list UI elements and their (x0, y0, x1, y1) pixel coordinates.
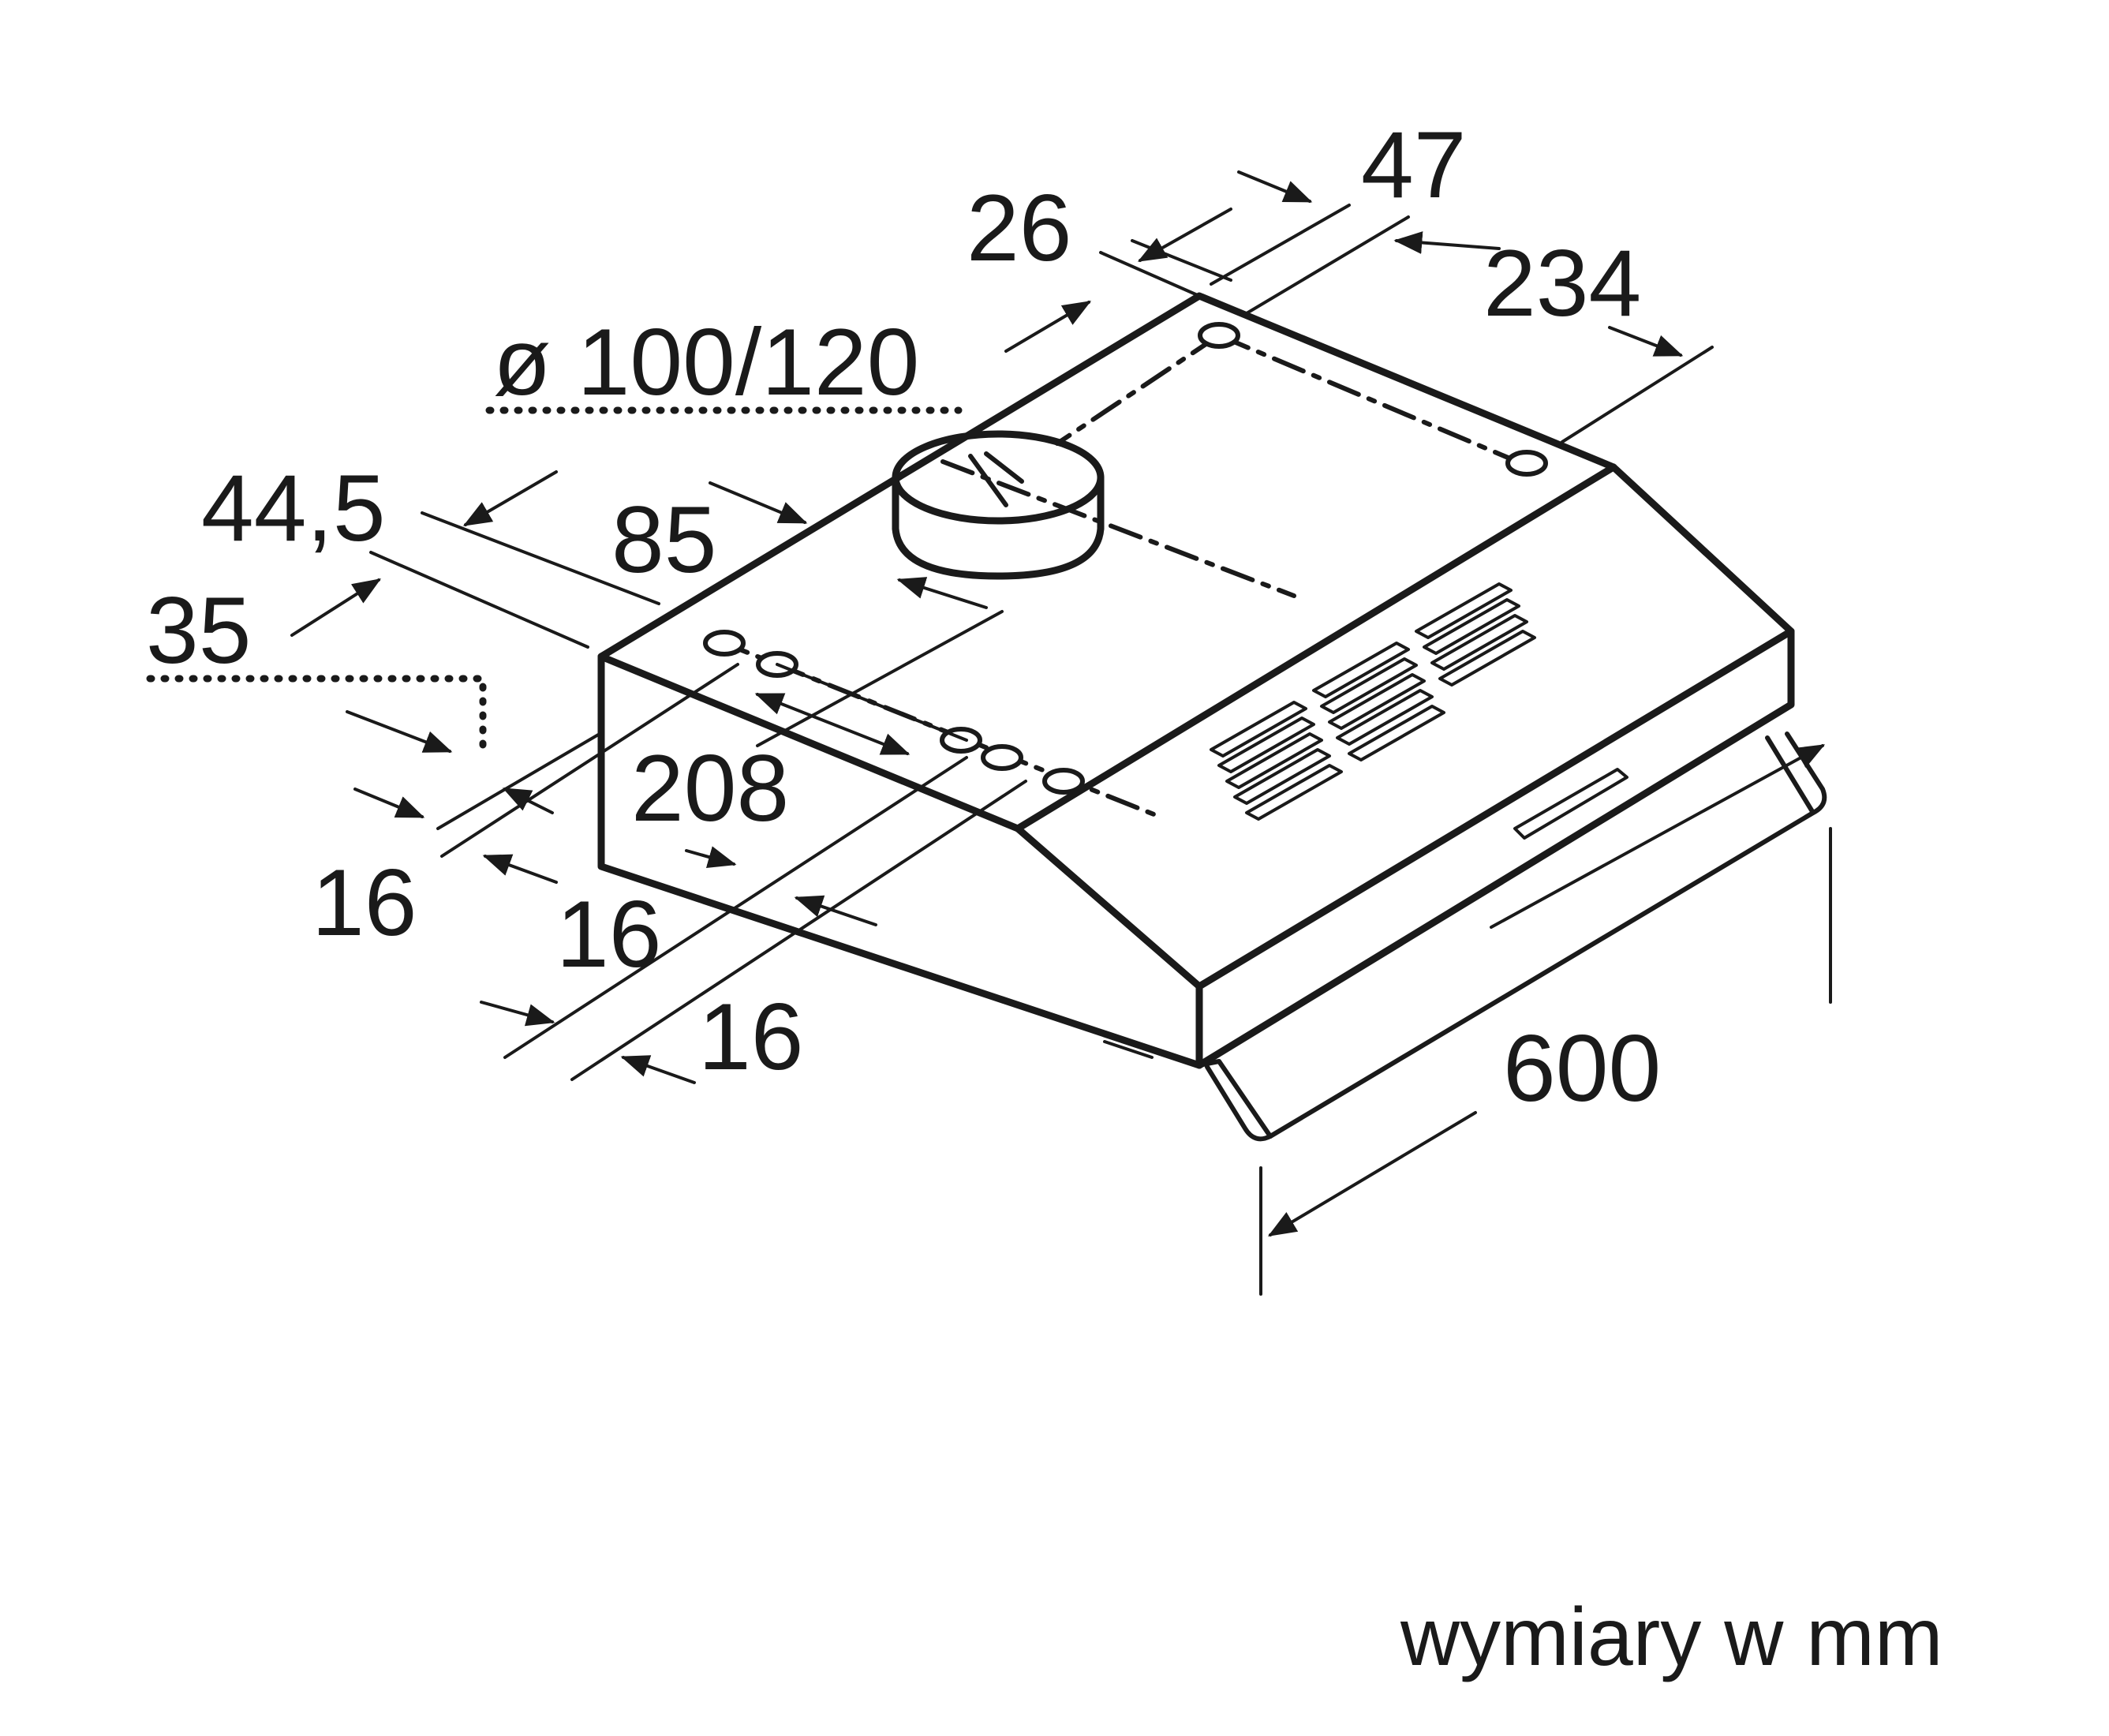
hood-left-panel (597, 653, 1203, 1069)
dim-label-16-bottom: 16 (698, 984, 803, 1090)
mounting-holes (703, 322, 1548, 795)
dotted-leaders (146, 406, 963, 758)
dim-label-47: 47 (1361, 112, 1466, 218)
dim-label-44-5: 44,5 (201, 455, 386, 561)
dim-label-26: 26 (967, 175, 1071, 281)
hood-front-fascia (1195, 627, 1795, 1069)
dim-label-600: 600 (1503, 1016, 1661, 1121)
dim-label-208: 208 (631, 735, 789, 841)
duct-collar (892, 430, 1105, 580)
hood-body (597, 292, 1827, 1142)
units-note: wymiary w mm (1400, 1592, 1943, 1683)
dimension-arrow-208 (754, 693, 911, 755)
dim-label-85: 85 (611, 487, 716, 593)
dim-label-duct-diameter: ø 100/120 (493, 309, 919, 415)
dim-label-35: 35 (146, 578, 251, 683)
hood-visor-edge (1205, 731, 1827, 1142)
dimension-arrows (290, 170, 1826, 1237)
hood-bottom-lip (1103, 1040, 1154, 1059)
dim-label-234: 234 (1483, 230, 1641, 336)
hood-front-slope (1014, 463, 1795, 990)
dimension-lines (369, 204, 1832, 1296)
dim-label-16-left: 16 (312, 850, 417, 956)
vent-grille (1210, 582, 1628, 840)
dim-label-16-middle: 16 (556, 881, 661, 987)
hood-visor (1197, 735, 1815, 1139)
